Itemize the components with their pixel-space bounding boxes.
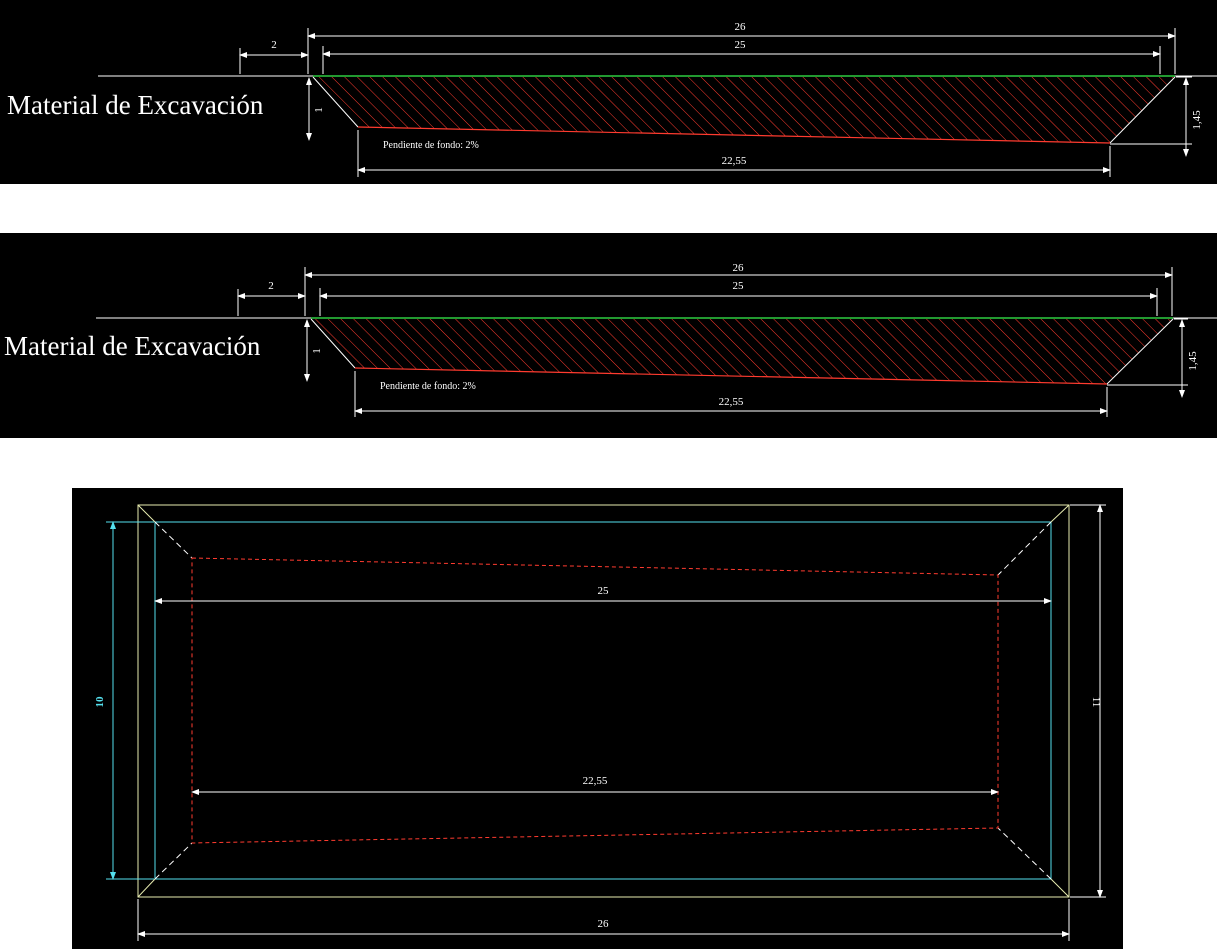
dimension-1-45-label: 1,45 <box>1191 110 1203 130</box>
dimension-2-label: 2 <box>271 39 277 51</box>
dimension-1-45-label: 1,45 <box>1187 351 1199 371</box>
plan-drawing: 25 22,55 26 10 11 <box>94 504 1106 941</box>
left-slope <box>312 76 359 128</box>
dimension-1-label: 1 <box>313 107 325 113</box>
bottom-line <box>354 367 1108 385</box>
corner-slope-line <box>997 827 1052 880</box>
dimension-2-label: 2 <box>268 280 274 292</box>
dimension-22-55-label: 22,55 <box>583 775 608 787</box>
section-title: Material de Excavación <box>7 90 264 120</box>
dimension-25-label: 25 <box>598 585 610 597</box>
dimension-26-label: 26 <box>735 21 747 33</box>
dimension-26-label: 26 <box>733 262 745 274</box>
corner-slope-line <box>1050 504 1070 523</box>
corner-slope-line <box>154 521 193 559</box>
plan-view: 25 22,55 26 10 11 <box>72 488 1123 949</box>
corner-slope-line <box>997 521 1052 576</box>
dimension-22-55-label: 22,55 <box>719 396 744 408</box>
corner-slope-line <box>137 504 156 523</box>
slope-note: Pendiente de fondo: 2% <box>383 140 479 151</box>
dimension-25-label: 25 <box>733 280 745 292</box>
section-title: Material de Excavación <box>4 331 261 361</box>
corner-slope-line <box>154 842 193 880</box>
dimension-10-label: 10 <box>94 696 106 708</box>
section-view-2: 26 25 2 1 1,45 22,55 Pendiente de fondo:… <box>0 233 1217 438</box>
section-drawing-2: 26 25 2 1 1,45 22,55 Pendiente de fondo:… <box>4 262 1217 417</box>
bottom-line <box>357 126 1111 144</box>
excavation-section <box>313 77 1175 143</box>
outer-boundary <box>137 504 1070 898</box>
right-slope <box>1109 76 1176 144</box>
right-slope <box>1106 318 1174 385</box>
section-view-1: 26 25 2 1 1,45 22,55 Pendiente de fondo:… <box>0 0 1217 184</box>
corner-slope-line <box>1050 878 1070 898</box>
dimension-1-label: 1 <box>311 348 323 354</box>
slope-note: Pendiente de fondo: 2% <box>380 381 476 392</box>
corner-slope-line <box>137 878 156 898</box>
inner-boundary <box>154 521 1052 880</box>
left-slope <box>310 318 356 369</box>
dimension-22-55-label: 22,55 <box>722 155 747 167</box>
dimension-25-label: 25 <box>735 39 747 51</box>
section-drawing-1: 26 25 2 1 1,45 22,55 Pendiente de fondo:… <box>7 21 1217 177</box>
dimension-11-label: 11 <box>1090 697 1102 708</box>
excavation-section <box>311 319 1173 384</box>
excavation-bottom-outline <box>191 557 999 844</box>
dimension-26-label: 26 <box>598 918 610 930</box>
